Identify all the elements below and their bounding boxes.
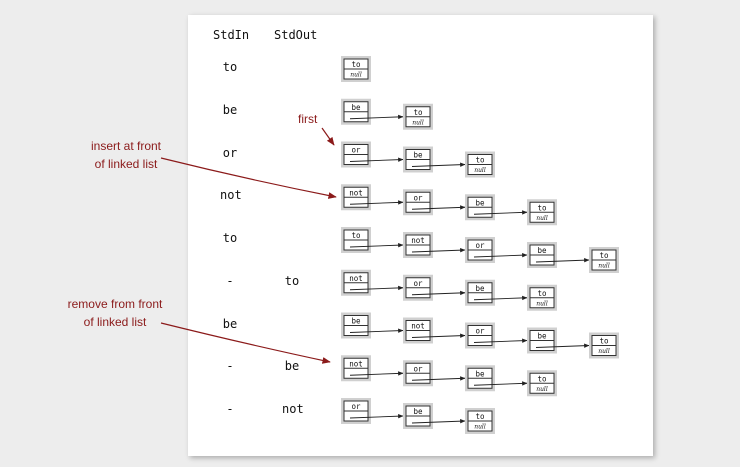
insert-annotation-line-1: insert at front xyxy=(90,139,162,153)
stdin-value: - xyxy=(226,359,234,374)
stdin-value: to xyxy=(222,60,238,74)
remove-annotation-line-1: remove from front xyxy=(67,297,163,311)
stdout-value: be xyxy=(284,359,300,374)
insert-annotation-line-2: of linked list xyxy=(94,157,158,171)
stdin-value: - xyxy=(226,402,234,416)
stdout-header: StdOut xyxy=(274,28,318,42)
remove-annotation: remove from front of linked list xyxy=(40,295,190,331)
stdout-value: not xyxy=(282,402,304,416)
stdin-header: StdIn xyxy=(213,28,250,42)
first-annotation: first xyxy=(298,112,318,126)
insert-annotation: insert at front of linked list xyxy=(56,137,196,173)
diagram-panel: StdIn StdOut to be or not to - to be - be - not xyxy=(188,15,653,456)
stdin-value: - xyxy=(226,273,234,288)
stdin-value: be xyxy=(222,102,238,117)
remove-annotation-line-2: of linked list xyxy=(83,315,147,329)
stdin-value: not xyxy=(220,188,242,203)
stdin-value: or xyxy=(222,145,238,160)
stdin-value: to xyxy=(222,231,238,245)
stdin-value: be xyxy=(222,316,238,331)
stdout-value: to xyxy=(284,273,300,288)
